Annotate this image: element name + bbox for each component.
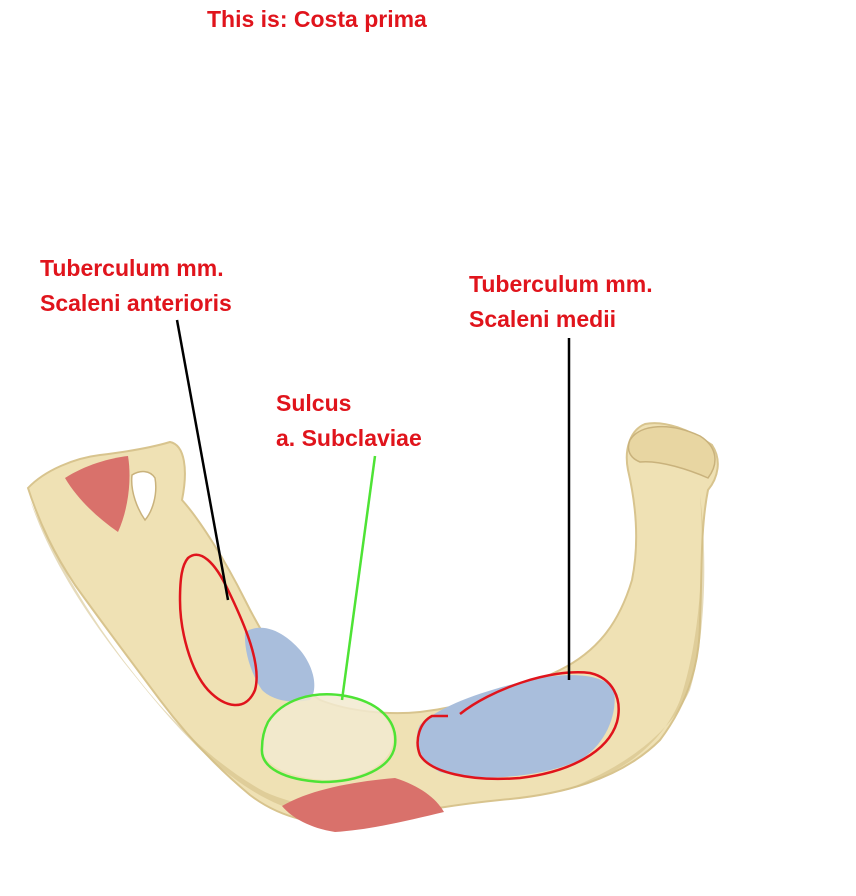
label-sulcus-line1: Sulcus (276, 390, 352, 416)
leader-line-scaleni-anterioris (175, 319, 230, 601)
label-scaleni-anterioris-line1: Tuberculum mm. (40, 255, 224, 281)
muscle-area-top-left (65, 456, 130, 532)
label-scaleni-medii-line1: Tuberculum mm. (469, 271, 653, 297)
leader-line-sulcus (340, 455, 377, 701)
muscle-area-bottom (282, 778, 444, 832)
label-sulcus-subclaviae: Sulcus a. Subclaviae (276, 386, 422, 456)
sulcus-area-fill (262, 695, 394, 780)
label-sulcus-line2: a. Subclaviae (276, 425, 422, 451)
bone-notch-left (130, 470, 157, 522)
label-scaleni-anterioris: Tuberculum mm. Scaleni anterioris (40, 251, 232, 321)
scaleni-medii-area (416, 675, 615, 778)
label-scaleni-medii: Tuberculum mm. Scaleni medii (469, 267, 653, 337)
bone-head-knob (627, 426, 716, 479)
page-title: This is: Costa prima (207, 2, 427, 37)
sulcus-outline (260, 693, 397, 784)
vein-area-left (244, 627, 315, 702)
title-text: This is: Costa prima (207, 6, 427, 32)
label-scaleni-anterioris-line2: Scaleni anterioris (40, 290, 232, 316)
label-scaleni-medii-line2: Scaleni medii (469, 306, 617, 332)
scaleni-medii-outline (416, 671, 620, 781)
